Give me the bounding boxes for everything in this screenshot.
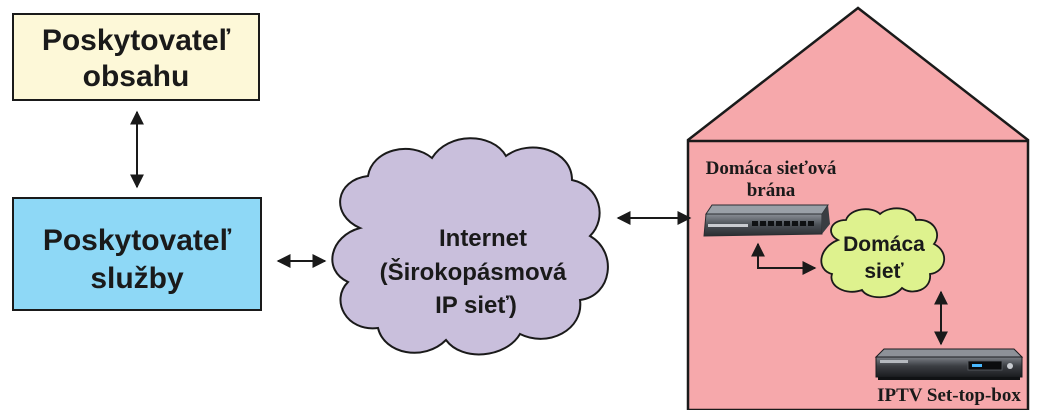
content-provider-rect: [12, 13, 260, 101]
home-network-label-line1: Domáca: [843, 233, 925, 256]
service-provider-rect: [12, 197, 262, 311]
service-provider-label-line1: Poskytovateľ: [43, 224, 232, 257]
arrow-gateway-to-home-network: [751, 242, 817, 275]
service-provider-box: Poskytovateľ služby: [12, 197, 262, 311]
home-gateway-label-line2: brána: [747, 180, 796, 201]
home-network-cloud-shape: [820, 207, 945, 299]
content-provider-label-line1: Poskytovateľ: [42, 24, 231, 57]
set-top-box-device-icon: [874, 348, 1024, 380]
home-gateway-device-icon: [703, 204, 830, 237]
home-gateway-label-line1: Domáca sieťová: [706, 158, 837, 179]
home-network-label-line2: sieť: [864, 260, 904, 283]
home-network-cloud: Domáca sieť: [820, 207, 945, 299]
internet-label-line2: (Širokopásmová: [380, 258, 567, 286]
internet-cloud-shape: [331, 137, 609, 356]
content-provider-box: Poskytovateľ obsahu: [12, 13, 260, 101]
internet-label-line3: IP sieť): [435, 292, 517, 319]
internet-label-line1: Internet: [439, 225, 527, 252]
internet-cloud: Internet (Širokopásmová IP sieť): [331, 137, 609, 356]
service-provider-label-line2: služby: [90, 262, 184, 295]
set-top-box-label: IPTV Set-top-box: [877, 385, 1021, 406]
content-provider-label-line2: obsahu: [83, 60, 190, 93]
